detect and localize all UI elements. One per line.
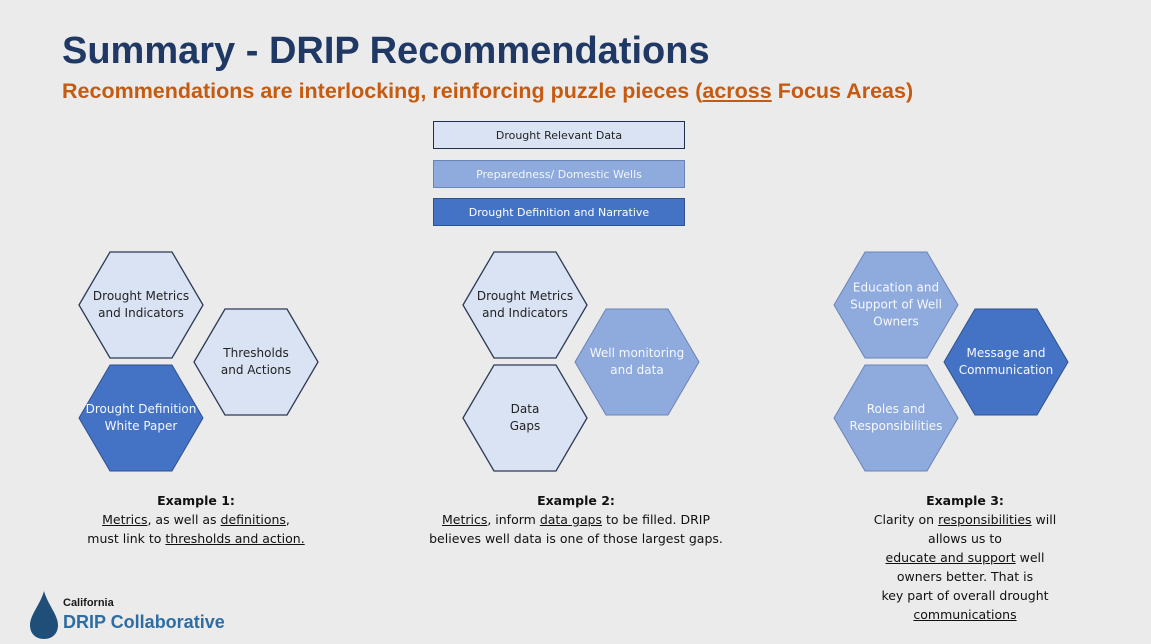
hexagon-shape (462, 251, 588, 359)
legend-drought-definition-narrative: Drought Definition and Narrative (433, 198, 685, 226)
subtitle-text-after: Focus Areas) (771, 79, 914, 103)
hexagon-shape (78, 251, 204, 359)
underlined-phrase: communications (913, 607, 1017, 622)
example-2-text: Example 2: Metrics, inform data gaps to … (429, 491, 723, 548)
underlined-phrase: responsibilities (938, 512, 1032, 527)
underlined-phrase: Metrics (441, 512, 488, 527)
example-1-text: Example 1: Metrics, as well as definitio… (87, 491, 304, 548)
underlined-phrase: educate and support (885, 550, 1016, 565)
logo-line-drip-collaborative: DRIP Collaborative (63, 612, 225, 632)
underlined-phrase: definitions (220, 512, 286, 527)
page-subtitle: Recommendations are interlocking, reinfo… (62, 79, 913, 104)
hexagon-label: Education and Support of Well Owners (850, 280, 942, 329)
hexagon-shape (78, 364, 204, 472)
hexagon-label: Drought Metrics and Indicators (476, 289, 574, 320)
hexagon-shape (462, 364, 588, 472)
hexagon-label: Roles and Responsibilities (849, 402, 943, 433)
text-segment: key part of overall drought (881, 588, 1049, 603)
hexagon-shape (833, 364, 959, 472)
text-segment: must link to (87, 531, 166, 546)
logo-line-california: California (63, 597, 114, 609)
text-segment: believes well data is one of those large… (429, 531, 723, 546)
text-segment: , (285, 512, 290, 527)
example-line: Clarity on responsibilities will allows … (872, 510, 1058, 548)
subtitle-text-before: Recommendations are interlocking, reinfo… (62, 79, 703, 103)
underlined-phrase: thresholds and action. (165, 531, 305, 546)
hexagon-shape (833, 251, 959, 359)
text-segment: will allows us to (928, 512, 1057, 546)
example-line: Metrics, as well as definitions, (87, 510, 304, 529)
underlined-phrase: Metrics (102, 512, 148, 527)
example-2-lines: Metrics, inform data gaps to be filled. … (429, 510, 723, 548)
example-line: key part of overall drought communicatio… (872, 586, 1058, 624)
page-title: Summary - DRIP Recommendations (62, 30, 710, 72)
text-segment: , as well as (147, 512, 221, 527)
example-3-text: Example 3: Clarity on responsibilities w… (872, 491, 1058, 624)
water-drop-logo-icon (30, 591, 58, 639)
subtitle-text-underlined: across (702, 79, 772, 103)
hexagon-label: Well monitoring and data (589, 346, 685, 377)
example-3-heading: Example 3: (926, 493, 1004, 508)
text-segment: to be filled. DRIP (601, 512, 711, 527)
hexagon-label: Thresholds and Actions (220, 346, 292, 377)
example-1-lines: Metrics, as well as definitions,must lin… (87, 510, 304, 548)
example-1-heading: Example 1: (157, 493, 235, 508)
example-3-lines: Clarity on responsibilities will allows … (872, 510, 1058, 624)
hexagon-label: Drought Metrics and Indicators (92, 289, 190, 320)
example-line: Metrics, inform data gaps to be filled. … (429, 510, 723, 529)
hexagon-shape (574, 308, 700, 416)
example-line: educate and support well owners better. … (872, 548, 1058, 586)
legend-drought-relevant-data: Drought Relevant Data (433, 121, 685, 149)
text-segment: well owners better. That is (896, 550, 1045, 584)
example-line: believes well data is one of those large… (429, 529, 723, 548)
text-segment: , inform (487, 512, 540, 527)
hexagon-label: Data Gaps (509, 402, 541, 433)
hexagon-shape (943, 308, 1069, 416)
example-line: must link to thresholds and action. (87, 529, 304, 548)
hexagon-shape (193, 308, 319, 416)
example-2-heading: Example 2: (537, 493, 615, 508)
text-segment: Clarity on (873, 512, 939, 527)
hexagon-label: Drought Definition White Paper (85, 402, 197, 433)
legend-preparedness-domestic-wells: Preparedness/ Domestic Wells (433, 160, 685, 188)
hexagon-label: Message and Communication (958, 346, 1054, 377)
underlined-phrase: data gaps (539, 512, 602, 527)
